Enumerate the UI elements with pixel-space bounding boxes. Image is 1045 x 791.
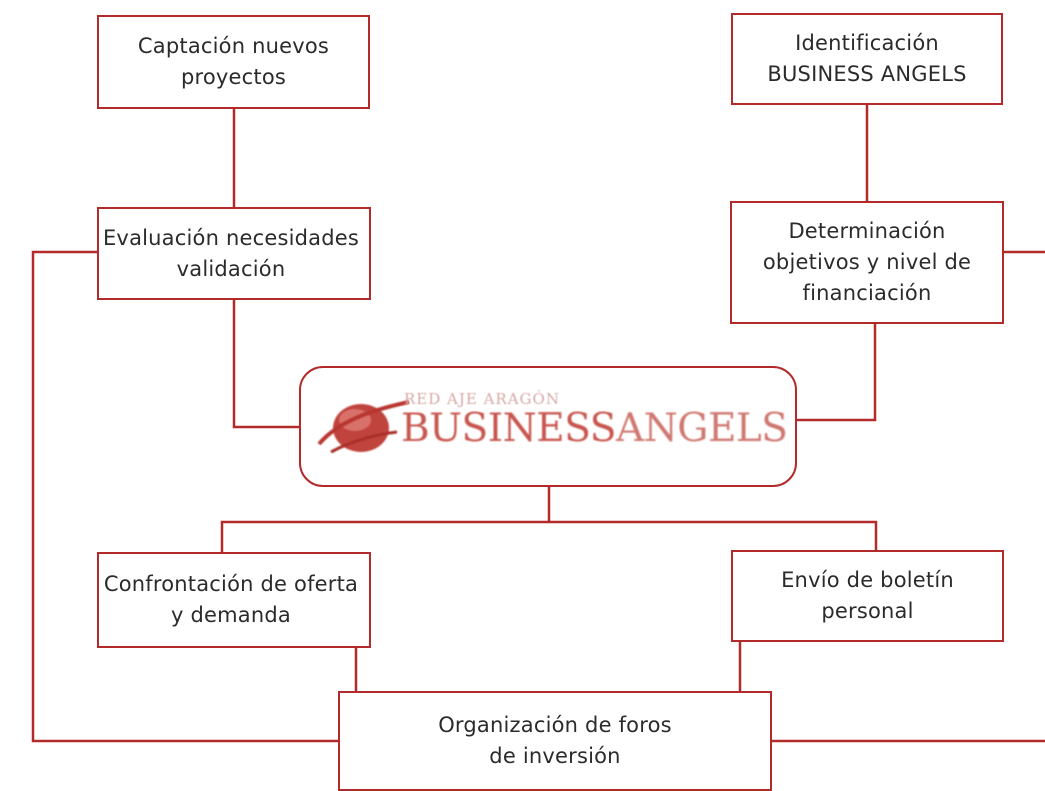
- box-envio-boletin: Envío de boletín personal: [731, 550, 1004, 642]
- box-evaluacion-necesidades: Evaluación necesidades validación: [97, 207, 371, 300]
- connector-determinacion-logo: [797, 324, 877, 422]
- connector-outer-left: [31, 250, 338, 743]
- box-determinacion-label: Determinación objetivos y nivel de finan…: [762, 219, 972, 305]
- box-captacion-nuevos-proyectos: Captación nuevos proyectos: [97, 15, 370, 109]
- box-envio-label: Envío de boletín personal: [781, 568, 954, 623]
- connector-evaluacion-logo: [232, 300, 299, 429]
- connector-logo-branches: [220, 487, 878, 552]
- box-organizacion-foros: Organización de foros de inversión: [338, 691, 772, 791]
- box-determinacion-objetivos: Determinación objetivos y nivel de finan…: [730, 201, 1004, 324]
- box-organizacion-label: Organización de foros de inversión: [438, 713, 672, 768]
- box-identificacion-label: Identificación BUSINESS ANGELS: [767, 31, 967, 86]
- logo-subtitle: RED AJE ARAGÓN: [404, 390, 560, 408]
- box-confrontacion-oferta-demanda: Confrontación de oferta y demanda: [97, 552, 371, 648]
- box-evaluacion-label: Evaluación necesidades validación: [102, 225, 360, 281]
- box-confrontacion-label: Confrontación de oferta y demanda: [103, 572, 359, 627]
- box-captacion-label: Captación nuevos proyectos: [137, 34, 330, 89]
- logo-word-angels: ANGELS: [616, 406, 788, 451]
- box-identificacion-business-angels: Identificación BUSINESS ANGELS: [731, 13, 1003, 105]
- logo-wordmark: BUSINESSANGELS: [401, 406, 788, 451]
- logo-business-angels: RED AJE ARAGÓN BUSINESSANGELS: [299, 366, 797, 487]
- logo-word-business: BUSINESS: [401, 406, 617, 451]
- logo-emblem-icon: [317, 400, 410, 454]
